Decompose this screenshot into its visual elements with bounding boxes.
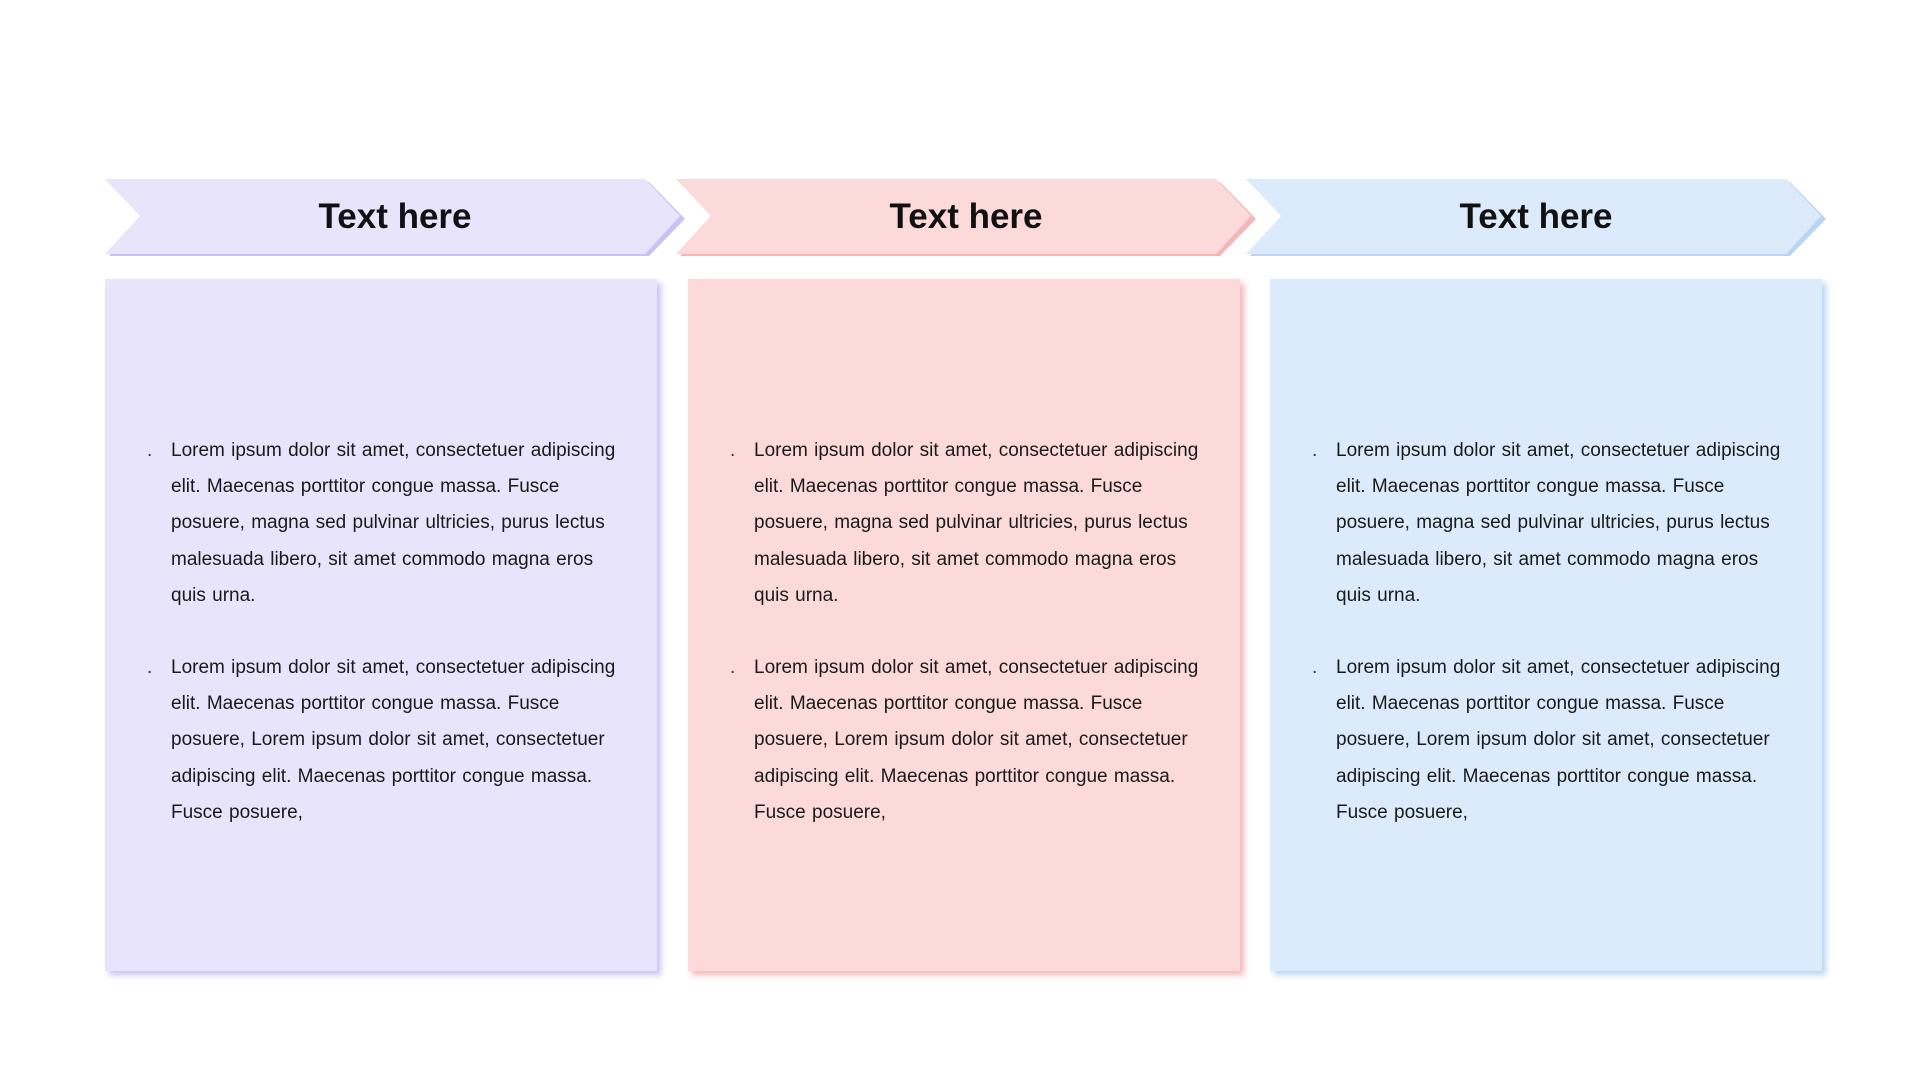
bullet-marker: . [147,657,153,679]
bullet-list: . Lorem ipsum dolor sit amet, consectetu… [1308,433,1788,867]
column-2: Text here . Lorem ipsum dolor sit amet, … [676,0,1256,1080]
bullet-item: . Lorem ipsum dolor sit amet, consectetu… [1308,433,1788,614]
bullet-item: . Lorem ipsum dolor sit amet, consectetu… [726,433,1206,614]
bullet-marker: . [1312,657,1318,679]
column-title: Text here [318,197,472,236]
bullet-marker: . [730,440,736,461]
bullet-item: . Lorem ipsum dolor sit amet, consectetu… [1308,650,1788,831]
bullet-text: Lorem ipsum dolor sit amet, consectetuer… [754,440,1199,606]
chevron-header: Text here [1246,179,1826,256]
column-3: Text here . Lorem ipsum dolor sit amet, … [1246,0,1826,1080]
bullet-list: . Lorem ipsum dolor sit amet, consectetu… [143,433,623,867]
bullet-text: Lorem ipsum dolor sit amet, consectetuer… [171,657,616,823]
chevron-header: Text here [676,179,1256,256]
content-panel: . Lorem ipsum dolor sit amet, consectetu… [1270,279,1822,971]
column-1: Text here . Lorem ipsum dolor sit amet, … [105,0,685,1080]
bullet-item: . Lorem ipsum dolor sit amet, consectetu… [726,650,1206,831]
bullet-marker: . [147,440,153,461]
chevron-shape [1246,179,1826,256]
column-title: Text here [1459,197,1613,236]
bullet-marker: . [730,657,736,679]
bullet-list: . Lorem ipsum dolor sit amet, consectetu… [726,433,1206,867]
bullet-marker: . [1312,440,1318,461]
content-panel: . Lorem ipsum dolor sit amet, consectetu… [688,279,1240,971]
bullet-text: Lorem ipsum dolor sit amet, consectetuer… [754,657,1199,823]
bullet-text: Lorem ipsum dolor sit amet, consectetuer… [171,440,616,606]
bullet-item: . Lorem ipsum dolor sit amet, consectetu… [143,433,623,614]
content-panel: . Lorem ipsum dolor sit amet, consectetu… [105,279,657,971]
column-title: Text here [889,197,1043,236]
bullet-item: . Lorem ipsum dolor sit amet, consectetu… [143,650,623,831]
chevron-header: Text here [105,179,685,256]
bullet-text: Lorem ipsum dolor sit amet, consectetuer… [1336,657,1781,823]
chevron-shape [105,179,685,256]
bullet-text: Lorem ipsum dolor sit amet, consectetuer… [1336,440,1781,606]
chevron-shape [676,179,1256,256]
